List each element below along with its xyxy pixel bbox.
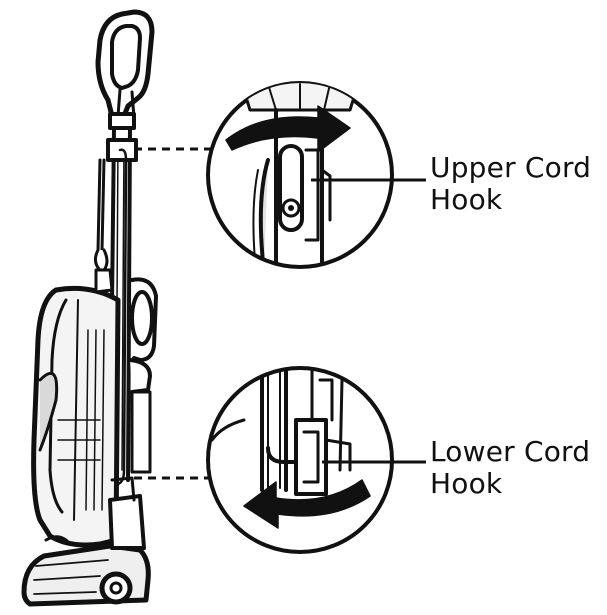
callout-leader-lines bbox=[134, 147, 210, 480]
vacuum-side-accessory bbox=[94, 268, 158, 474]
curved-arrow-left-icon bbox=[243, 479, 371, 529]
upper-cord-hook-detail bbox=[206, 81, 394, 269]
label-pointer-lines bbox=[311, 178, 426, 464]
upper-cord-hook-label-line1: Upper Cord bbox=[430, 151, 592, 184]
vacuum-body bbox=[31, 285, 121, 548]
upper-cord-hook-label: Upper Cord Hook bbox=[430, 152, 591, 216]
lower-cord-hook-label-line2: Hook bbox=[430, 467, 503, 500]
vacuum-base bbox=[21, 476, 151, 607]
lower-cord-hook-detail bbox=[206, 366, 394, 554]
vacuum-handle bbox=[95, 9, 155, 130]
vacuum-illustration bbox=[21, 9, 158, 607]
lower-cord-hook-label: Lower Cord Hook bbox=[430, 436, 590, 500]
power-cord bbox=[116, 148, 128, 486]
lower-cord-hook-label-line1: Lower Cord bbox=[430, 435, 591, 468]
upper-cord-hook-label-line2: Hook bbox=[430, 183, 503, 216]
curved-arrow-right-icon bbox=[225, 105, 351, 153]
